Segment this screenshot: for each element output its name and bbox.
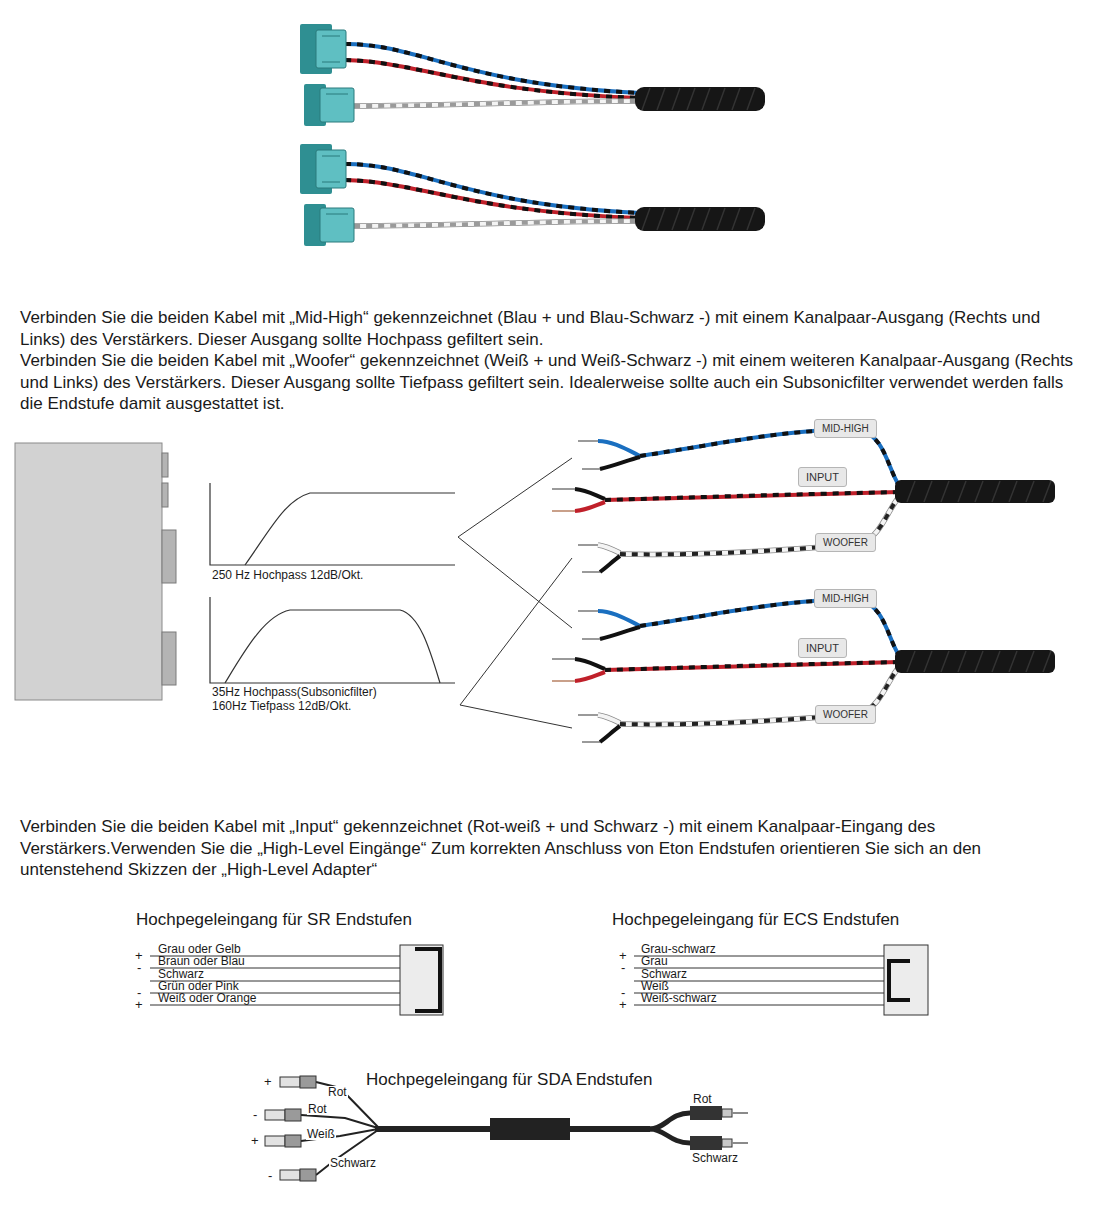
tag-text: MID-HIGH — [822, 423, 869, 434]
filter-graph — [245, 493, 455, 565]
tag-text: WOOFER — [823, 709, 868, 720]
filter-caption: 250 Hz Hochpass 12dB/Okt. — [212, 569, 363, 582]
wire-color: Grau-schwarz — [641, 943, 716, 955]
wire-tag: WOOFER — [815, 705, 876, 724]
sda-adapter — [285, 1135, 301, 1147]
polarity-sign: - — [621, 961, 625, 974]
polarity-sign: + — [251, 1134, 259, 1147]
sda-adapter — [690, 1106, 722, 1120]
cable-ends — [552, 600, 1055, 742]
sda-adapter — [265, 1136, 285, 1146]
cable-ends — [552, 430, 1055, 572]
polarity-sign: - — [253, 1108, 257, 1121]
polarity-sign: - — [268, 1169, 272, 1182]
wire-color: Weiß — [306, 1128, 336, 1140]
sda-adapter — [722, 1109, 732, 1117]
ecs-adapter — [884, 945, 928, 1015]
wire-color: Schwarz — [158, 968, 204, 980]
harness-photo — [300, 144, 765, 246]
wire-color: Braun oder Blau — [158, 955, 245, 967]
amplifier — [162, 453, 168, 477]
adapter-heading: Hochpegeleingang für SR Endstufen — [136, 910, 412, 930]
wire-tag: INPUT — [798, 467, 847, 487]
instruction-text: Verbinden Sie die beiden Kabel mit „Inpu… — [20, 816, 1080, 881]
polarity-sign: + — [619, 998, 627, 1011]
wire-color: Weiß — [641, 980, 669, 992]
wire-color: Schwarz — [641, 968, 687, 980]
instruction-text: Verbinden Sie die beiden Kabel mit „Woof… — [20, 350, 1080, 415]
ecs-adapter — [634, 956, 884, 1005]
sda-adapter — [650, 1113, 690, 1129]
wire-color: Weiß-schwarz — [641, 992, 717, 1004]
sda-adapter — [732, 1112, 748, 1114]
ecs-adapter — [889, 961, 910, 1000]
wire-tag: WOOFER — [815, 533, 876, 552]
sda-adapter — [265, 1076, 748, 1181]
wire-color: Schwarz — [692, 1152, 738, 1164]
wire-tag: MID-HIGH — [814, 419, 877, 438]
filter-graph — [210, 483, 455, 565]
sda-adapter — [375, 1126, 490, 1132]
sda-adapter — [570, 1126, 650, 1132]
amplifier — [162, 530, 176, 583]
filter-graph — [210, 597, 455, 683]
amplifier — [162, 483, 168, 507]
wire-color: Weiß oder Orange — [158, 992, 257, 1004]
sda-adapter — [732, 1142, 748, 1144]
wire-color: Rot — [307, 1103, 328, 1115]
filter-caption: 160Hz Tiefpass 12dB/Okt. — [212, 700, 351, 713]
polarity-sign: + — [135, 998, 143, 1011]
leader-line — [458, 458, 572, 628]
sr-adapter — [415, 949, 440, 1011]
amplifier — [162, 632, 176, 685]
sr-adapter — [150, 1005, 400, 1006]
sr-adapter — [150, 945, 443, 1015]
instruction-text: Verbinden Sie die beiden Kabel mit „Mid-… — [20, 307, 1080, 350]
sr-adapter — [400, 945, 443, 1015]
tag-text: INPUT — [806, 471, 839, 483]
adapter-heading: Hochpegeleingang für ECS Endstufen — [612, 910, 899, 930]
wire-color: Rot — [693, 1093, 712, 1105]
sda-adapter — [280, 1170, 300, 1180]
filter-graph — [225, 610, 440, 683]
sda-adapter — [280, 1077, 300, 1087]
polarity-sign: - — [137, 961, 141, 974]
wire-color: Grau — [641, 955, 668, 967]
polarity-sign: + — [264, 1075, 272, 1088]
tag-text: WOOFER — [823, 537, 868, 548]
sda-adapter — [301, 1115, 378, 1128]
wire-color: Grün oder Pink — [158, 980, 239, 992]
sda-adapter — [300, 1169, 316, 1181]
adapter-heading: Hochpegeleingang für SDA Endstufen — [366, 1070, 652, 1090]
ecs-adapter — [634, 945, 928, 1015]
wire-color: Schwarz — [329, 1157, 377, 1169]
amplifier — [15, 443, 162, 700]
leader-line — [460, 558, 572, 728]
tag-text: MID-HIGH — [822, 593, 869, 604]
sda-adapter — [265, 1110, 285, 1120]
sda-adapter — [285, 1109, 301, 1121]
leader-line — [458, 458, 572, 728]
wire-tag: INPUT — [798, 638, 847, 658]
sda-adapter — [300, 1076, 316, 1088]
filter-caption: 35Hz Hochpass(Subsonicfilter) — [212, 686, 377, 699]
ecs-adapter — [634, 956, 884, 957]
wire-color: Rot — [327, 1086, 348, 1098]
sda-adapter — [490, 1118, 570, 1140]
sr-adapter — [150, 956, 400, 1005]
filter-graph — [210, 483, 455, 683]
sda-adapter — [690, 1136, 722, 1150]
sda-adapter — [650, 1129, 690, 1143]
amplifier — [15, 443, 176, 700]
sda-adapter — [301, 1082, 378, 1175]
ecs-adapter — [634, 1005, 884, 1006]
tag-text: INPUT — [806, 642, 839, 654]
wire-tag: MID-HIGH — [814, 589, 877, 608]
ecs-adapter — [634, 981, 884, 982]
sda-adapter — [722, 1139, 732, 1147]
wire-color: Grau oder Gelb — [158, 943, 241, 955]
harness-photo — [300, 24, 765, 126]
